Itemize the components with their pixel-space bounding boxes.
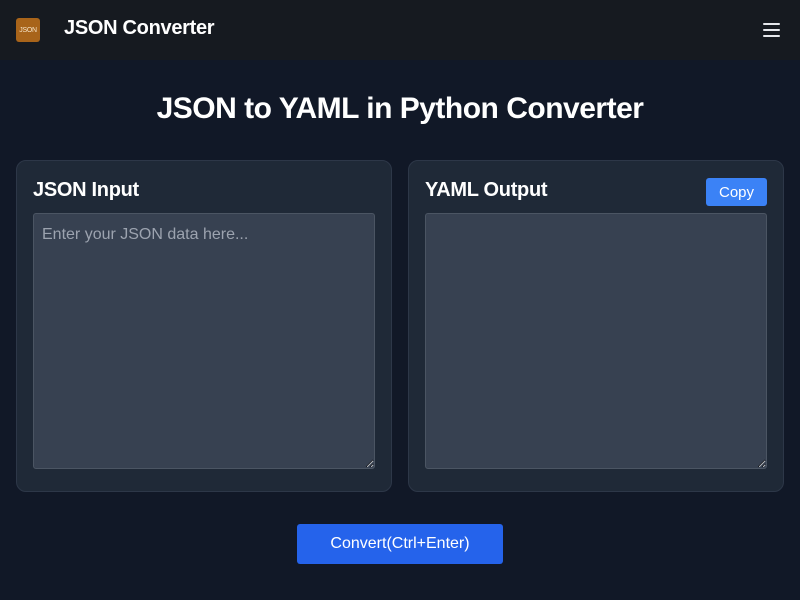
top-nav-bar: JSON JSON Converter bbox=[0, 0, 800, 60]
yaml-output-textarea[interactable] bbox=[425, 213, 767, 469]
yaml-output-panel: YAML Output Copy bbox=[408, 160, 784, 492]
app-title[interactable]: JSON Converter bbox=[64, 17, 215, 39]
json-logo-icon[interactable]: JSON bbox=[16, 18, 40, 42]
json-input-title: JSON Input bbox=[33, 179, 139, 201]
menu-line bbox=[763, 29, 780, 31]
menu-line bbox=[763, 23, 780, 25]
menu-line bbox=[763, 35, 780, 37]
copy-button[interactable]: Copy bbox=[706, 178, 767, 206]
json-input-panel: JSON Input bbox=[16, 160, 392, 492]
convert-button[interactable]: Convert(Ctrl+Enter) bbox=[297, 524, 503, 564]
hamburger-menu-icon[interactable] bbox=[760, 20, 784, 40]
yaml-output-title: YAML Output bbox=[425, 179, 548, 201]
page-title: JSON to YAML in Python Converter bbox=[156, 92, 644, 125]
json-input-textarea[interactable] bbox=[33, 213, 375, 469]
